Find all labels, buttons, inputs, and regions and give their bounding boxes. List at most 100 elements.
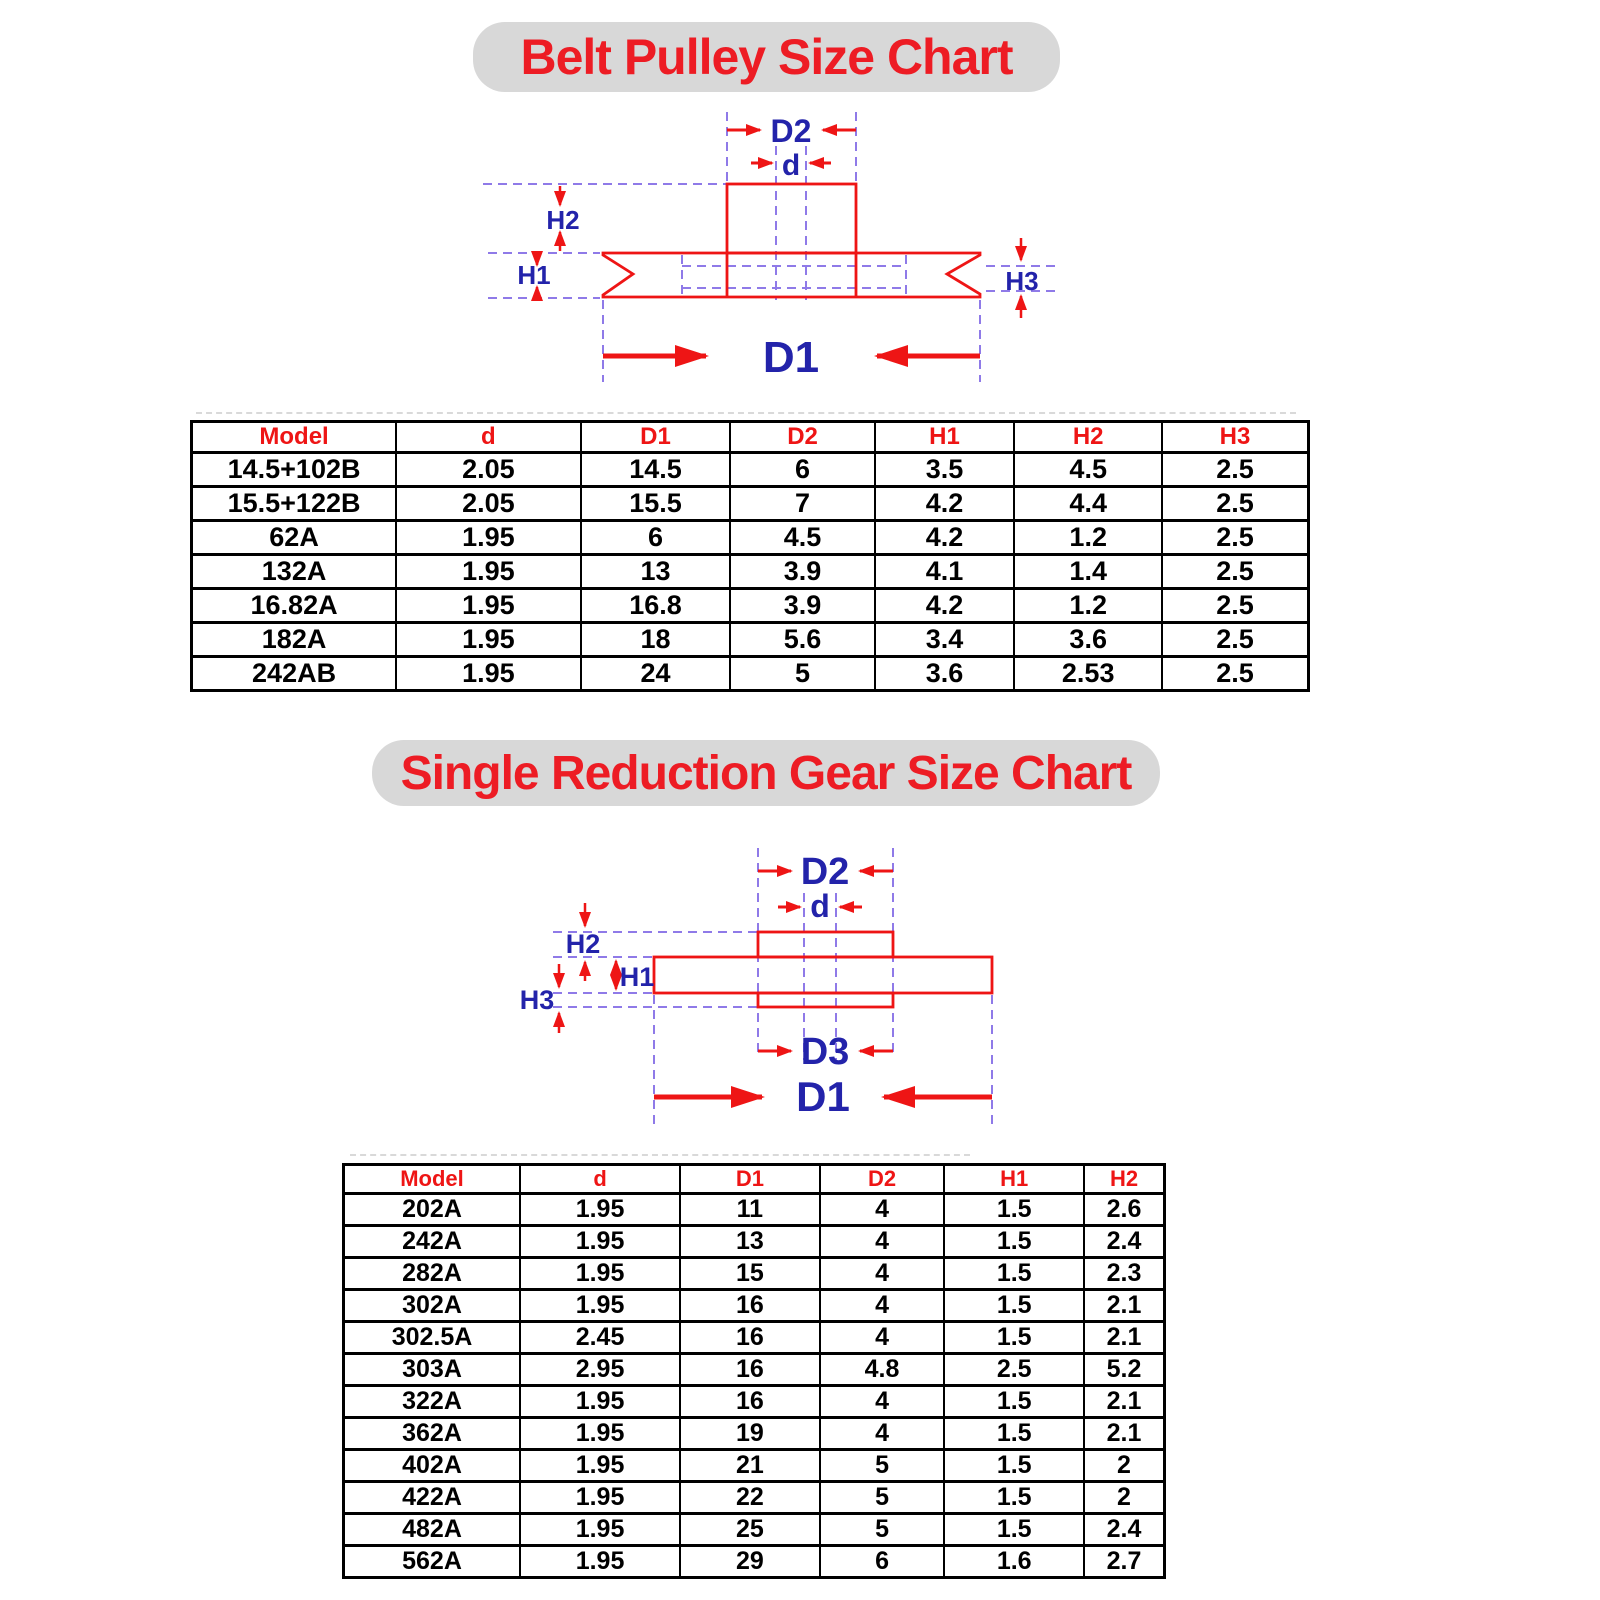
table-cell: 15.5: [579, 485, 732, 522]
table-cell: 4: [818, 1224, 946, 1259]
table-cell: 16: [679, 1384, 821, 1419]
table-cell: 562A: [342, 1544, 521, 1579]
table-cell: 62A: [190, 519, 398, 556]
table-cell: 1.5: [943, 1448, 1085, 1483]
table-cell: 3.5: [873, 451, 1016, 488]
dim-label-d3: D3: [801, 1031, 850, 1073]
table-cell: 1.95: [395, 621, 582, 658]
artifact-dashed-line: [196, 412, 1296, 414]
column-header: H3: [1160, 420, 1310, 454]
table-cell: 2.3: [1083, 1256, 1166, 1291]
table-cell: 132A: [190, 553, 398, 590]
construction-dashed-lines: [553, 848, 993, 1126]
table-cell: 1.95: [518, 1256, 682, 1291]
table-cell: 2.45: [518, 1320, 682, 1355]
table-cell: 1.95: [518, 1416, 682, 1451]
dim-label-d: d: [810, 888, 830, 924]
table-cell: 4.1: [873, 553, 1016, 590]
artifact-dashed-line: [350, 1154, 970, 1156]
table-cell: 2: [1083, 1480, 1166, 1515]
table-cell: 2.05: [395, 485, 582, 522]
column-header: D2: [818, 1163, 946, 1195]
table-cell: 16.82A: [190, 587, 398, 624]
table-cell: 1.5: [943, 1320, 1085, 1355]
table-cell: 422A: [342, 1480, 521, 1515]
table-cell: 1.5: [943, 1224, 1085, 1259]
column-header: H1: [943, 1163, 1085, 1195]
table-cell: 1.95: [395, 655, 582, 692]
table-cell: 362A: [342, 1416, 521, 1451]
table-cell: 1.95: [518, 1480, 682, 1515]
gear-outline: [652, 930, 994, 1009]
column-header: H2: [1013, 420, 1163, 454]
table-cell: 5: [818, 1512, 946, 1547]
table-cell: 14.5: [579, 451, 732, 488]
column-header: Model: [342, 1163, 521, 1195]
belt-pulley-title-banner: Belt Pulley Size Chart: [473, 22, 1060, 92]
column-header: H1: [873, 420, 1016, 454]
column-header: D2: [729, 420, 876, 454]
table-cell: 202A: [342, 1192, 521, 1227]
table-cell: 4.5: [1013, 451, 1163, 488]
table-cell: 4.2: [873, 519, 1016, 556]
dim-label-d2: D2: [771, 113, 812, 149]
table-cell: 22: [679, 1480, 821, 1515]
table-cell: 282A: [342, 1256, 521, 1291]
table-cell: 2.4: [1083, 1224, 1166, 1259]
table-cell: 303A: [342, 1352, 521, 1387]
dim-label-h3: H3: [520, 985, 555, 1015]
table-cell: 1.5: [943, 1384, 1085, 1419]
column-header: D1: [679, 1163, 821, 1195]
table-cell: 4.4: [1013, 485, 1163, 522]
table-cell: 3.6: [873, 655, 1016, 692]
column-header: Model: [190, 420, 398, 454]
pulley-body: [601, 251, 982, 299]
column-header: D1: [579, 420, 732, 454]
table-cell: 1.95: [518, 1288, 682, 1323]
table-cell: 1.95: [518, 1192, 682, 1227]
table-cell: 2.1: [1083, 1288, 1166, 1323]
table-cell: 1.5: [943, 1192, 1085, 1227]
construction-dashed-lines: [483, 112, 1055, 382]
column-header: H2: [1083, 1163, 1166, 1195]
table-cell: 4: [818, 1416, 946, 1451]
table-cell: 16.8: [579, 587, 732, 624]
table-cell: 1.95: [518, 1544, 682, 1579]
gear-disc: [652, 955, 994, 995]
table-cell: 15.5+122B: [190, 485, 398, 522]
table-cell: 2.6: [1083, 1192, 1166, 1227]
table-cell: 7: [729, 485, 876, 522]
table-cell: 3.9: [729, 553, 876, 590]
table-cell: 2.5: [1160, 655, 1310, 692]
table-cell: 182A: [190, 621, 398, 658]
table-cell: 1.95: [518, 1448, 682, 1483]
table-cell: 5: [729, 655, 876, 692]
table-cell: 3.6: [1013, 621, 1163, 658]
gear-hub: [756, 930, 895, 959]
table-cell: 1.5: [943, 1480, 1085, 1515]
table-cell: 1.5: [943, 1288, 1085, 1323]
table-cell: 16: [679, 1288, 821, 1323]
dim-label-h2: H2: [566, 929, 601, 959]
table-cell: 4.8: [818, 1352, 946, 1387]
dim-label-h1: H1: [620, 962, 655, 992]
table-cell: 2.5: [1160, 485, 1310, 522]
table-cell: 322A: [342, 1384, 521, 1419]
table-cell: 4: [818, 1192, 946, 1227]
table-cell: 2.95: [518, 1352, 682, 1387]
table-cell: 402A: [342, 1448, 521, 1483]
table-cell: 13: [579, 553, 732, 590]
table-cell: 2.5: [1160, 553, 1310, 590]
